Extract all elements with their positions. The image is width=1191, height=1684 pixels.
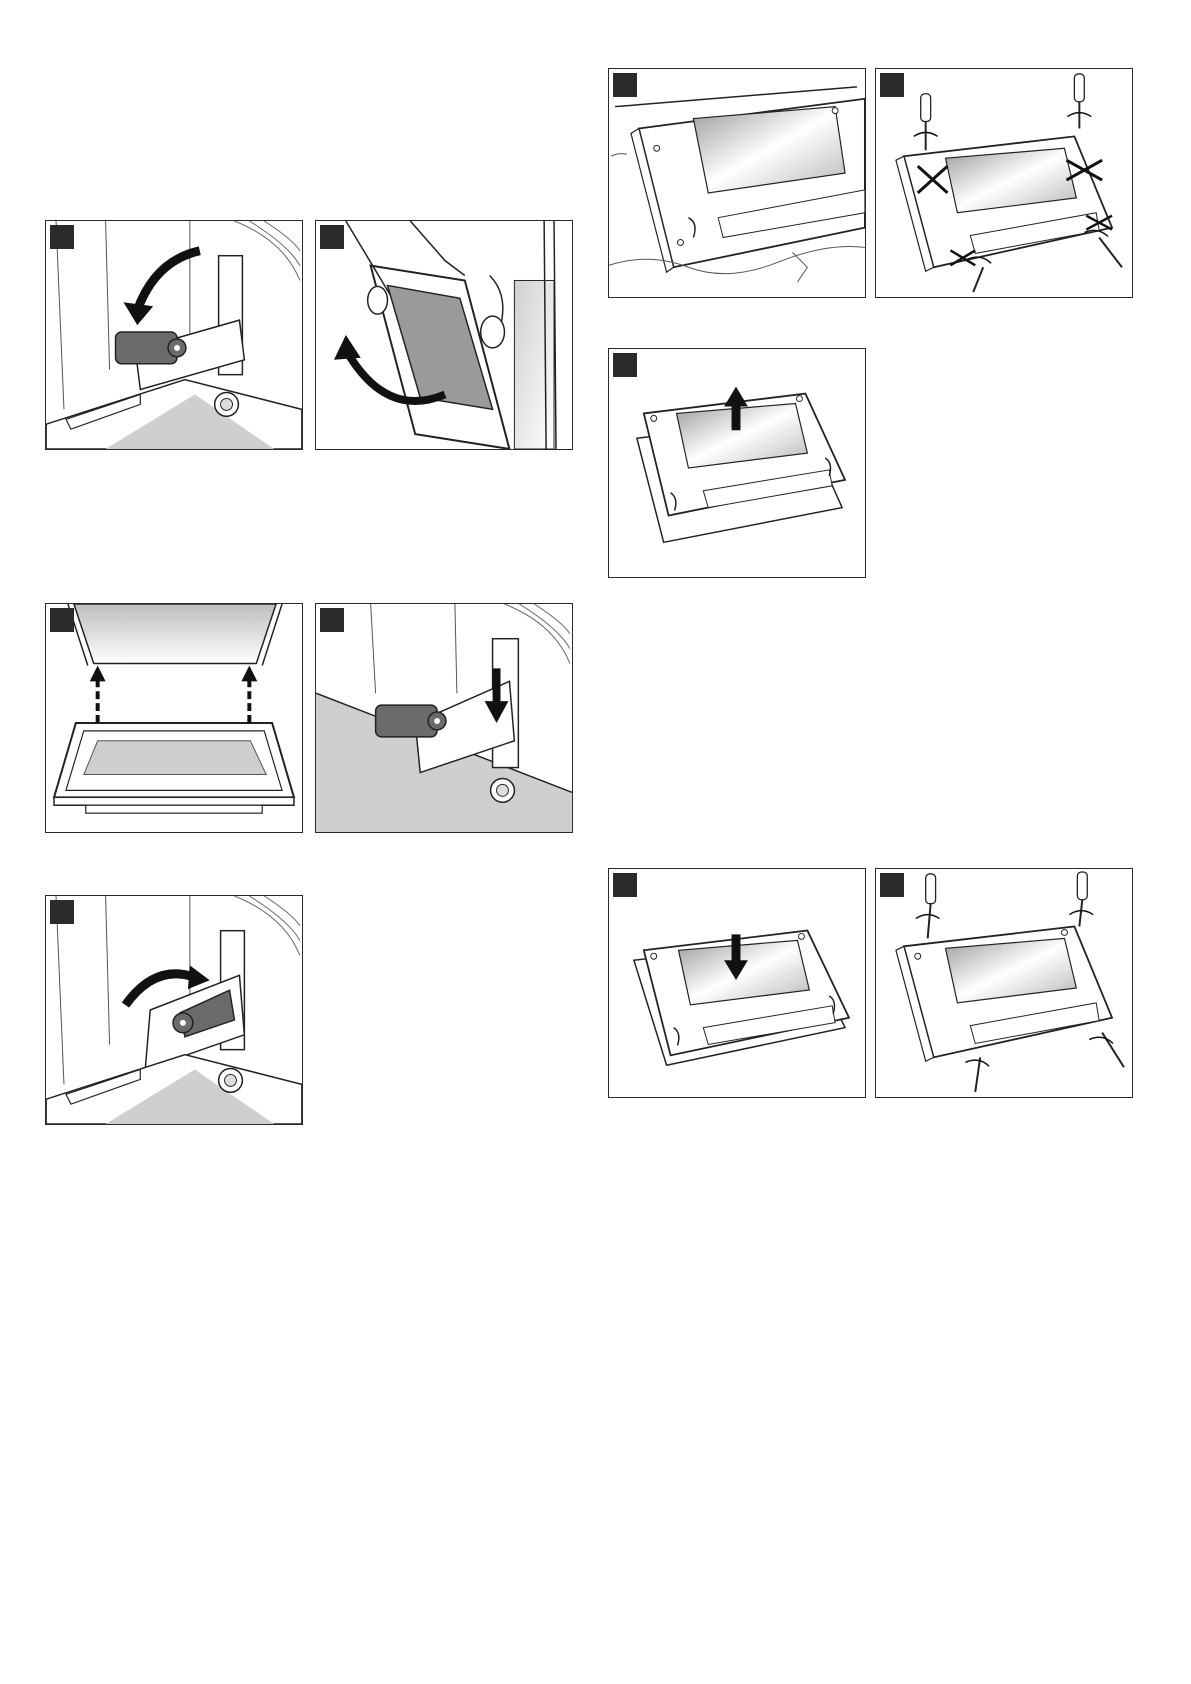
door-lift-off-icon <box>316 221 572 449</box>
step-badge <box>50 225 74 249</box>
step-badge <box>613 73 637 97</box>
panel-door-hinges-insert <box>45 603 303 833</box>
screw-door-cover-icon <box>876 869 1132 1097</box>
door-on-towel-icon <box>609 69 865 297</box>
step-badge <box>613 353 637 377</box>
door-hinges-insert-icon <box>46 604 302 832</box>
panel-hinge-lever-close <box>45 895 303 1125</box>
step-badge <box>320 608 344 632</box>
step-badge <box>50 900 74 924</box>
panel-hinge-lever-down <box>315 603 573 833</box>
step-badge <box>613 873 637 897</box>
lift-glass-pane-icon <box>609 349 865 577</box>
panel-lift-glass-pane <box>608 348 866 578</box>
panel-insert-glass-pane <box>608 868 866 1098</box>
step-badge <box>880 873 904 897</box>
panel-unscrew-door-cover <box>875 68 1133 298</box>
panel-door-on-towel <box>608 68 866 298</box>
panel-door-lift-off <box>315 220 573 450</box>
hinge-lever-down-icon <box>316 604 572 832</box>
panel-screw-door-cover <box>875 868 1133 1098</box>
step-badge <box>880 73 904 97</box>
hinge-lever-close-icon <box>46 896 302 1124</box>
step-badge <box>50 608 74 632</box>
insert-glass-pane-icon <box>609 869 865 1097</box>
step-badge <box>320 225 344 249</box>
unscrew-door-cover-icon <box>876 69 1132 297</box>
panel-hinge-open <box>45 220 303 450</box>
hinge-lever-open-icon <box>46 221 302 449</box>
